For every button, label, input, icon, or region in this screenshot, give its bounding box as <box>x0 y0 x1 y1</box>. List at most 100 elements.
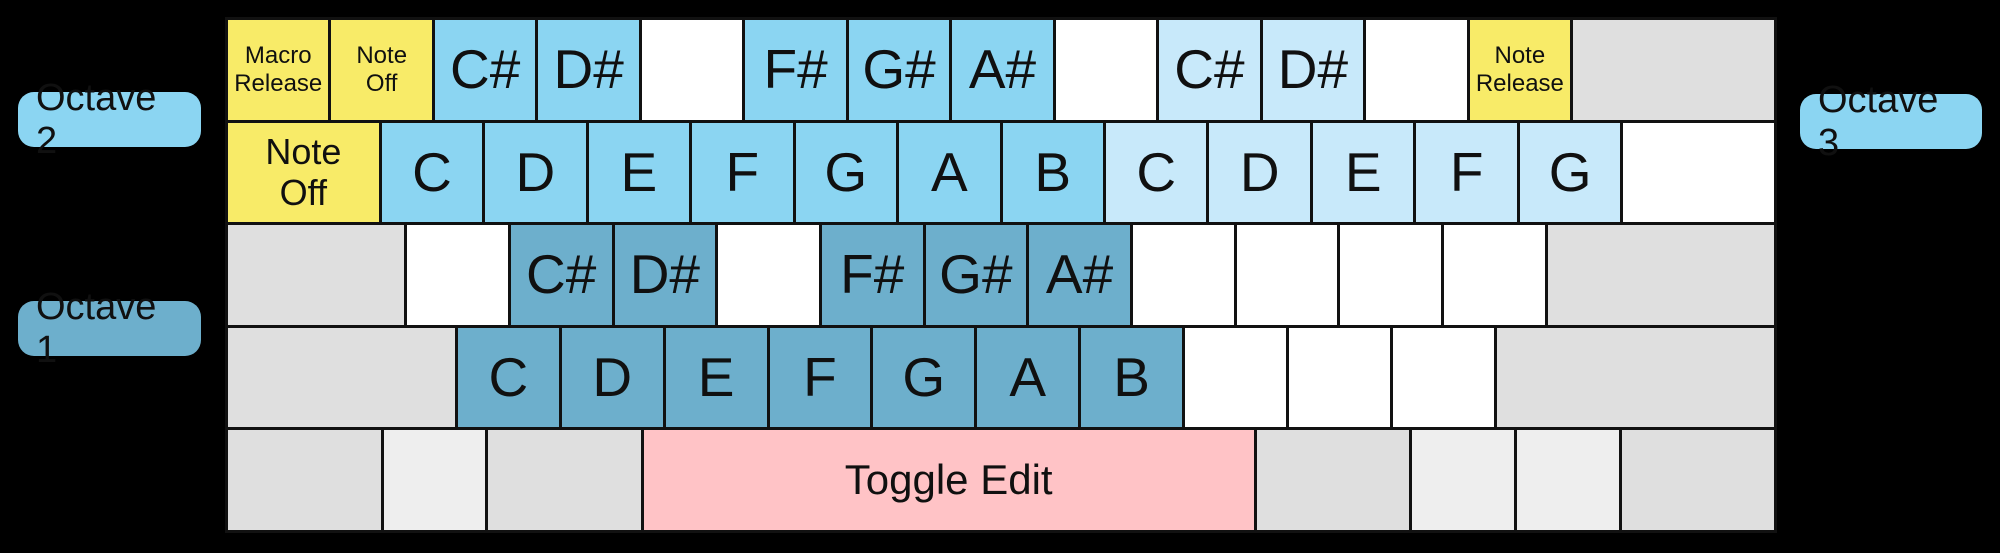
key-rbracket: G <box>1519 122 1624 223</box>
key-v: F <box>769 327 874 428</box>
key-k <box>1132 225 1237 325</box>
key-label: Note Off <box>265 131 342 214</box>
key-0: D# <box>1262 20 1367 120</box>
key-6: G# <box>848 20 953 120</box>
key-b: G <box>873 327 978 428</box>
key-9: C# <box>1159 20 1263 120</box>
key-semicolon <box>1340 225 1444 325</box>
key-z: C <box>457 327 562 428</box>
key-s: C# <box>510 225 615 325</box>
key-label: Note Release <box>1475 42 1564 97</box>
key-a <box>407 225 511 325</box>
key-i: C <box>1105 122 1210 223</box>
key-lbracket: F <box>1416 122 1520 223</box>
key-label: C <box>1136 140 1177 203</box>
keyboard-row-3: C# D# F# G# A# <box>228 225 1775 328</box>
key-enter <box>1547 225 1775 325</box>
key-m: B <box>1081 327 1185 428</box>
key-label: Macro Release <box>234 42 323 97</box>
key-label: A <box>930 140 968 203</box>
key-c: E <box>665 327 770 428</box>
key-minus <box>1366 20 1470 120</box>
key-t: G <box>795 122 900 223</box>
key-label: C# <box>450 38 521 101</box>
key-space: Toggle Edit <box>643 430 1257 530</box>
key-label: G <box>902 345 946 408</box>
key-f <box>718 225 822 325</box>
key-label: G <box>824 140 868 203</box>
key-lctrl <box>228 430 384 530</box>
key-label: E <box>620 140 658 203</box>
key-q: C <box>381 122 486 223</box>
key-backspace <box>1573 20 1775 120</box>
key-label: D# <box>629 243 700 306</box>
key-label: Toggle Edit <box>844 456 1053 504</box>
key-label: C <box>488 345 529 408</box>
key-label: A# <box>1045 243 1114 306</box>
key-rshift <box>1496 327 1774 428</box>
key-ralt <box>1256 430 1413 530</box>
key-comma <box>1184 327 1289 428</box>
key-label: G# <box>939 243 1013 306</box>
octave-3-label: Octave 3 <box>1800 79 1982 164</box>
key-o: D <box>1209 122 1313 223</box>
key-label: D <box>1239 140 1280 203</box>
key-label: D <box>515 140 556 203</box>
key-5: F# <box>745 20 849 120</box>
key-y: A <box>899 122 1003 223</box>
key-label: E <box>697 345 735 408</box>
key-x: D <box>561 327 666 428</box>
key-tab: Note Off <box>228 122 382 223</box>
key-label: B <box>1034 140 1072 203</box>
key-label: C# <box>1174 38 1245 101</box>
key-label: A# <box>968 38 1037 101</box>
key-h: G# <box>925 225 1030 325</box>
key-period <box>1288 327 1393 428</box>
key-label: A <box>1009 345 1047 408</box>
key-label: D# <box>553 38 624 101</box>
key-d: D# <box>614 225 719 325</box>
key-label: F# <box>763 38 828 101</box>
key-w: D <box>485 122 589 223</box>
key-7: A# <box>952 20 1056 120</box>
key-quote <box>1443 225 1548 325</box>
key-label: G <box>1548 140 1592 203</box>
key-r: F <box>692 122 796 223</box>
key-label: C# <box>526 243 597 306</box>
key-lwin <box>383 430 489 530</box>
key-8 <box>1055 20 1160 120</box>
key-j: A# <box>1029 225 1133 325</box>
key-2: C# <box>434 20 539 120</box>
key-p: E <box>1312 122 1417 223</box>
octave-1-label: Octave 1 <box>18 286 201 371</box>
keyboard-row-5: Toggle Edit <box>228 430 1775 530</box>
key-label: F <box>1449 140 1484 203</box>
key-n: A <box>977 327 1082 428</box>
key-lalt <box>488 430 644 530</box>
key-l <box>1236 225 1341 325</box>
key-label: D# <box>1277 38 1349 101</box>
key-label: D <box>592 345 633 408</box>
key-rctrl <box>1621 430 1775 530</box>
key-4 <box>641 20 746 120</box>
octave-2-label: Octave 2 <box>18 77 201 162</box>
key-slash <box>1392 327 1497 428</box>
key-1: Note Off <box>331 20 435 120</box>
key-backtick: Macro Release <box>228 20 332 120</box>
key-label: G# <box>862 38 936 101</box>
key-rwin <box>1412 430 1517 530</box>
key-lshift <box>228 327 458 428</box>
key-label: Note Off <box>356 42 408 97</box>
key-label: F <box>803 345 837 408</box>
key-menu <box>1516 430 1622 530</box>
key-backslash <box>1623 122 1775 223</box>
key-label: F# <box>840 243 905 306</box>
key-capslock <box>228 225 408 325</box>
key-u: B <box>1002 122 1106 223</box>
key-label: F <box>725 140 760 203</box>
keyboard-row-1: Macro Release Note Off C# D# F# G# A# C# D# Note … <box>228 20 1775 123</box>
key-3: D# <box>538 20 642 120</box>
